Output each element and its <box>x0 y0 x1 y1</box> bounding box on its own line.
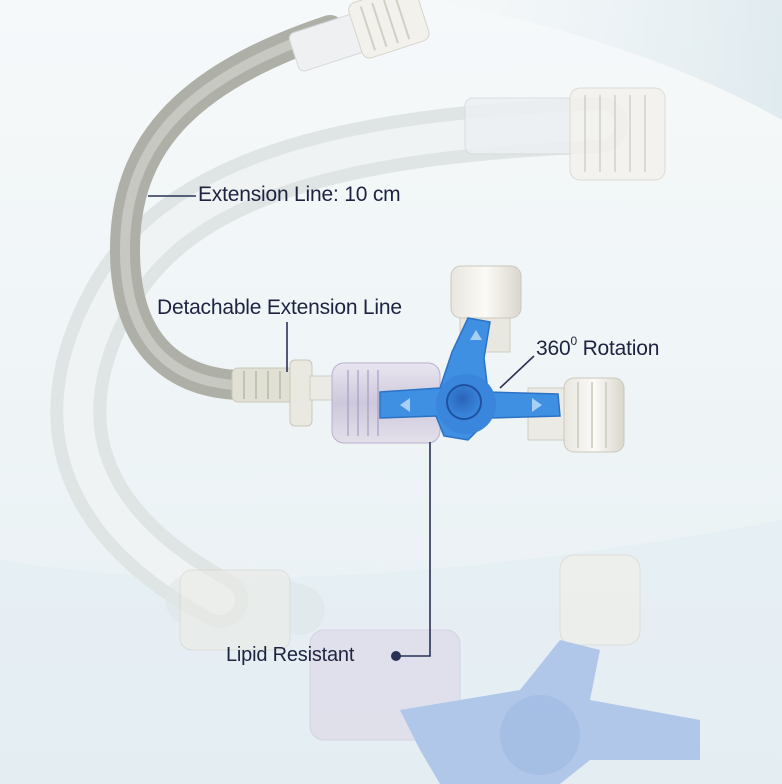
leader-lines <box>148 195 535 657</box>
blue-rotation-handle <box>379 317 561 441</box>
background-arc <box>430 0 782 120</box>
leader-dot <box>391 651 401 661</box>
label-lipid-resistant: Lipid Resistant <box>226 644 355 666</box>
label-rotation: 3600 Rotation <box>536 334 660 360</box>
gray-tube-top-connector <box>288 0 430 72</box>
leader-lipid <box>398 442 431 657</box>
label-detachable-extension-line: Detachable Extension Line <box>157 296 402 319</box>
label-extension-line: Extension Line: 10 cm <box>198 183 401 206</box>
white-tube-connector <box>464 87 666 181</box>
arrow-icon <box>470 330 482 340</box>
foreground-stopcock <box>165 554 700 784</box>
arrow-icon <box>400 398 410 412</box>
leader-rotation <box>499 355 535 389</box>
arrow-icon <box>532 398 542 412</box>
detachable-connector <box>231 359 339 427</box>
